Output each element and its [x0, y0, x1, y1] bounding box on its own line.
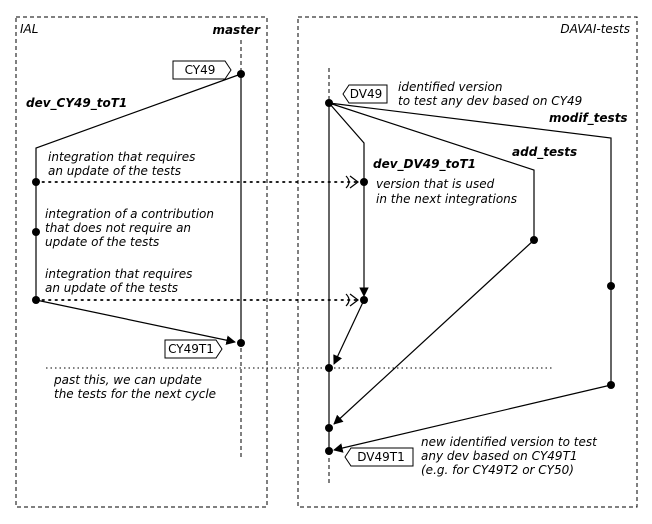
dev-cy49-merge [35, 299, 236, 345]
past-line1: past this, we can update [53, 373, 202, 387]
dev-cy49-branch [35, 73, 242, 300]
cy49t1-tag-label: CY49T1 [168, 342, 214, 356]
davai-node-dv49 [325, 99, 333, 107]
modif-tests-merge [333, 384, 612, 453]
new-line2: any dev based on CY49T1 [421, 449, 578, 463]
cy49t1-tag [164, 339, 223, 359]
dev-dv49-node-1 [360, 178, 368, 186]
used-line1: version that is used [376, 177, 495, 191]
add-tests-merge [333, 239, 535, 425]
dv49-tag-label: DV49 [350, 87, 383, 101]
dev-dv49-merge [333, 299, 365, 365]
master-node-cy49t1 [237, 339, 245, 347]
dev-dv49-branch [328, 102, 369, 297]
dev-cy49-label: dev_CY49_toT1 [26, 96, 127, 111]
identified-line2: to test any dev based on CY49 [398, 94, 582, 108]
integration-arrow-1-head [345, 175, 359, 189]
modif-tests-branch [328, 102, 612, 385]
past-line2: the tests for the next cycle [54, 387, 216, 401]
davai-panel-title: DAVAI-tests [560, 22, 630, 36]
integ1-line1: integration that requires [48, 150, 195, 164]
davai-node-dv49t1 [325, 447, 333, 455]
master-label: master [212, 23, 261, 37]
dev-cy49-node-2 [32, 228, 40, 236]
integ2-line1: integration of a contribution [45, 207, 214, 221]
integration-arrow-2-head [345, 293, 359, 307]
integ2-line3: update of the tests [45, 235, 159, 249]
dv49t1-tag-label: DV49T1 [357, 450, 404, 464]
cy49-tag [172, 60, 232, 80]
integ2-line2: that does not require an [45, 221, 191, 235]
modif-tests-node-1 [607, 282, 615, 290]
davai-node-merge-2 [325, 424, 333, 432]
dv49t1-tag [344, 447, 414, 467]
add-tests-label: add_tests [512, 145, 577, 160]
used-line2: in the next integrations [376, 192, 517, 206]
modif-tests-node-2 [607, 381, 615, 389]
ial-panel [15, 16, 268, 508]
new-line3: (e.g. for CY49T2 or CY50) [421, 463, 574, 477]
davai-panel [297, 16, 638, 508]
ial-panel-title: IAL [20, 22, 38, 36]
dv49-tag [342, 84, 388, 104]
add-tests-branch [328, 102, 535, 240]
integ3-line1: integration that requires [45, 267, 192, 281]
integ1-line2: an update of the tests [48, 164, 181, 178]
identified-line1: identified version [398, 80, 503, 94]
new-line1: new identified version to test [421, 435, 598, 449]
modif-tests-label: modif_tests [549, 111, 628, 126]
cy49-tag-label: CY49 [185, 63, 216, 77]
dev-dv49-label: dev_DV49_toT1 [373, 157, 476, 172]
add-tests-node [530, 236, 538, 244]
dev-dv49-node-2 [360, 296, 368, 304]
davai-node-merge-1 [325, 364, 333, 372]
integ3-line2: an update of the tests [45, 281, 178, 295]
master-node-cy49 [237, 70, 245, 78]
